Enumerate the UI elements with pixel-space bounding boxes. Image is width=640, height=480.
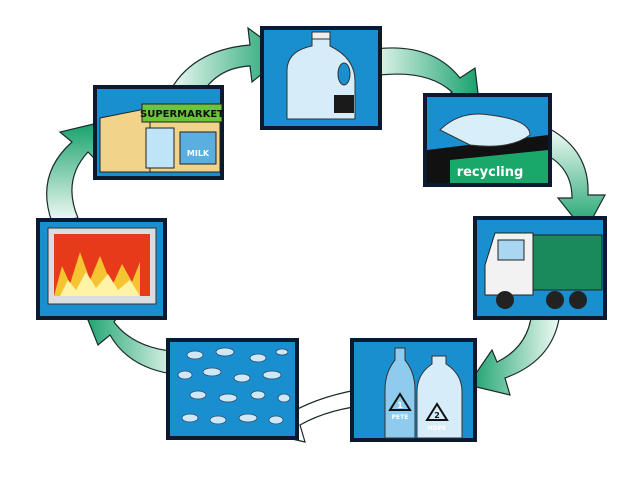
panel-recycling-bin: recycling [423,93,552,187]
resin-code-1: 1 [397,401,403,410]
panel-supermarket: SUPERMARKET MILK [93,85,224,180]
panel-garbage-truck [473,216,607,320]
panel-plastic-flakes [166,338,299,440]
resin-label-pete: PETE [392,414,409,421]
arrow-recycling-to-truck [539,127,607,234]
recycling-label: recycling [457,165,524,180]
resin-label-hdpe: HDPE [428,425,447,432]
panel-melting-fire [36,218,167,320]
panel-plastic-bottles: 1 PETE 2 HDPE [350,338,477,442]
window-sign: MILK [187,149,210,158]
supermarket-sign: SUPERMARKET [140,109,224,120]
panel-milk-jug [260,26,382,130]
resin-code-2: 2 [434,411,440,420]
